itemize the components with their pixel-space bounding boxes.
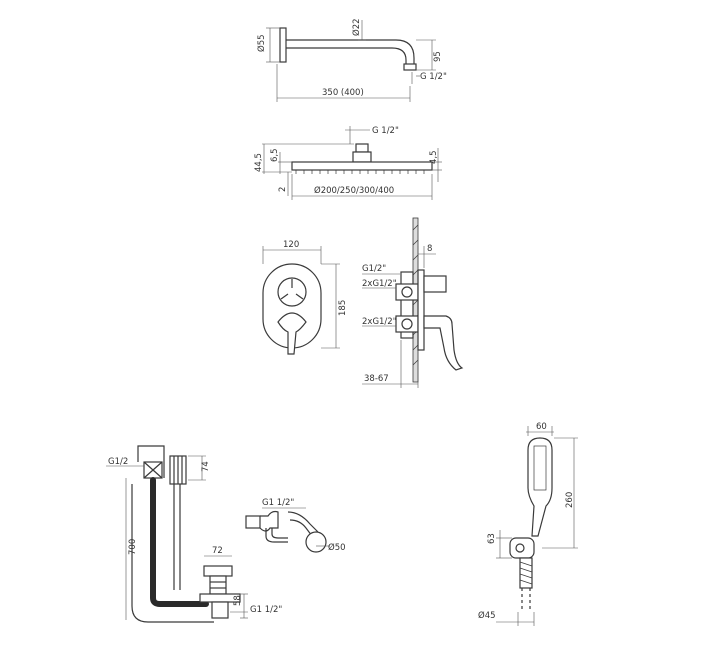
arm-pipe-bottom xyxy=(286,47,407,64)
head-connector-body xyxy=(352,151,372,163)
plug-height: 58 xyxy=(233,595,243,606)
upper-port xyxy=(395,283,419,301)
spray-face xyxy=(533,445,547,491)
waste-hose xyxy=(150,477,209,607)
trap-outlet-diameter: Ø50 xyxy=(328,542,346,553)
base-diameter: Ø45 xyxy=(478,610,496,621)
plug-diameter: 72 xyxy=(212,546,223,556)
holder-bracket xyxy=(509,537,535,559)
arm-thread: G 1/2" xyxy=(420,72,447,82)
arm-flange xyxy=(279,27,287,63)
shower-arm: Ø55 Ø22 95 G 1/2" 350 (400) xyxy=(256,18,447,102)
plug-body xyxy=(209,575,227,595)
mixer-plate-width: 120 xyxy=(283,240,299,250)
mixer-depth: 8 xyxy=(427,244,432,254)
arm-flange-diameter: Ø55 xyxy=(256,34,267,52)
mixer-outlet-bottom: 2xG1/2" xyxy=(362,317,397,327)
trap-thread: G1 1/2" xyxy=(262,498,294,508)
hand-shower-width: 60 xyxy=(536,422,547,432)
trap-nut xyxy=(245,515,261,529)
mixer-plate-height: 185 xyxy=(338,300,348,316)
head-diameters: Ø200/250/300/400 xyxy=(314,185,394,196)
holder-size: 63 xyxy=(487,533,497,544)
head-thread: G 1/2" xyxy=(372,126,399,136)
lower-port xyxy=(395,315,419,333)
bath-waste: G1/2 74 700 72 58 G1 1/2" G1 1/2" Ø50 xyxy=(106,445,346,623)
mixer-side-knob xyxy=(423,275,447,293)
mixer-side-lever xyxy=(423,315,464,371)
hand-shower: 60 260 63 Ø45 xyxy=(478,422,578,626)
head-edge: 4,5 xyxy=(429,150,439,164)
waste-thread-top: G1/2 xyxy=(108,457,128,467)
head-plate xyxy=(291,161,433,171)
plug-top xyxy=(203,565,233,577)
trap-body xyxy=(259,510,279,532)
head-height: 44,5 xyxy=(254,153,264,172)
mixer-side-plate xyxy=(417,269,425,351)
mixer-side: 8 G1/2" 2xG1/2" 2xG1/2" 38-67 xyxy=(362,217,464,388)
head-nozzles xyxy=(295,170,425,174)
shower-head: G 1/2" 44,5 6,5 2 4,5 Ø200/250/300/400 xyxy=(254,126,442,200)
arm-length: 350 (400) xyxy=(322,88,364,98)
waste-length: 700 xyxy=(128,539,138,555)
hand-shower-length: 260 xyxy=(565,492,575,508)
arm-pipe-diameter: Ø22 xyxy=(351,18,362,36)
overflow-height: 74 xyxy=(201,461,211,472)
hand-shower-head xyxy=(527,437,553,537)
head-gap: 2 xyxy=(278,187,288,192)
hose-connector xyxy=(519,557,533,589)
mixer-outlet-top: 2xG1/2" xyxy=(362,279,397,289)
arm-pipe-top xyxy=(286,39,415,64)
head-neck: 6,5 xyxy=(270,148,280,162)
mixer-lever xyxy=(277,312,307,355)
trap-outlet xyxy=(305,531,327,553)
mixer-wall-range: 38-67 xyxy=(364,374,389,384)
overflow-pipe xyxy=(137,445,165,462)
arm-nut xyxy=(403,63,417,71)
mixer-front: 120 185 xyxy=(262,240,348,355)
drain-outlet xyxy=(211,601,229,619)
arm-drop: 95 xyxy=(433,51,443,62)
waste-bottom-thread: G1 1/2" xyxy=(250,605,282,615)
diverter-knob xyxy=(277,277,307,307)
head-connector-top xyxy=(355,143,369,153)
outer-hose-line xyxy=(131,484,214,623)
mixer-inlet: G1/2" xyxy=(362,264,386,274)
